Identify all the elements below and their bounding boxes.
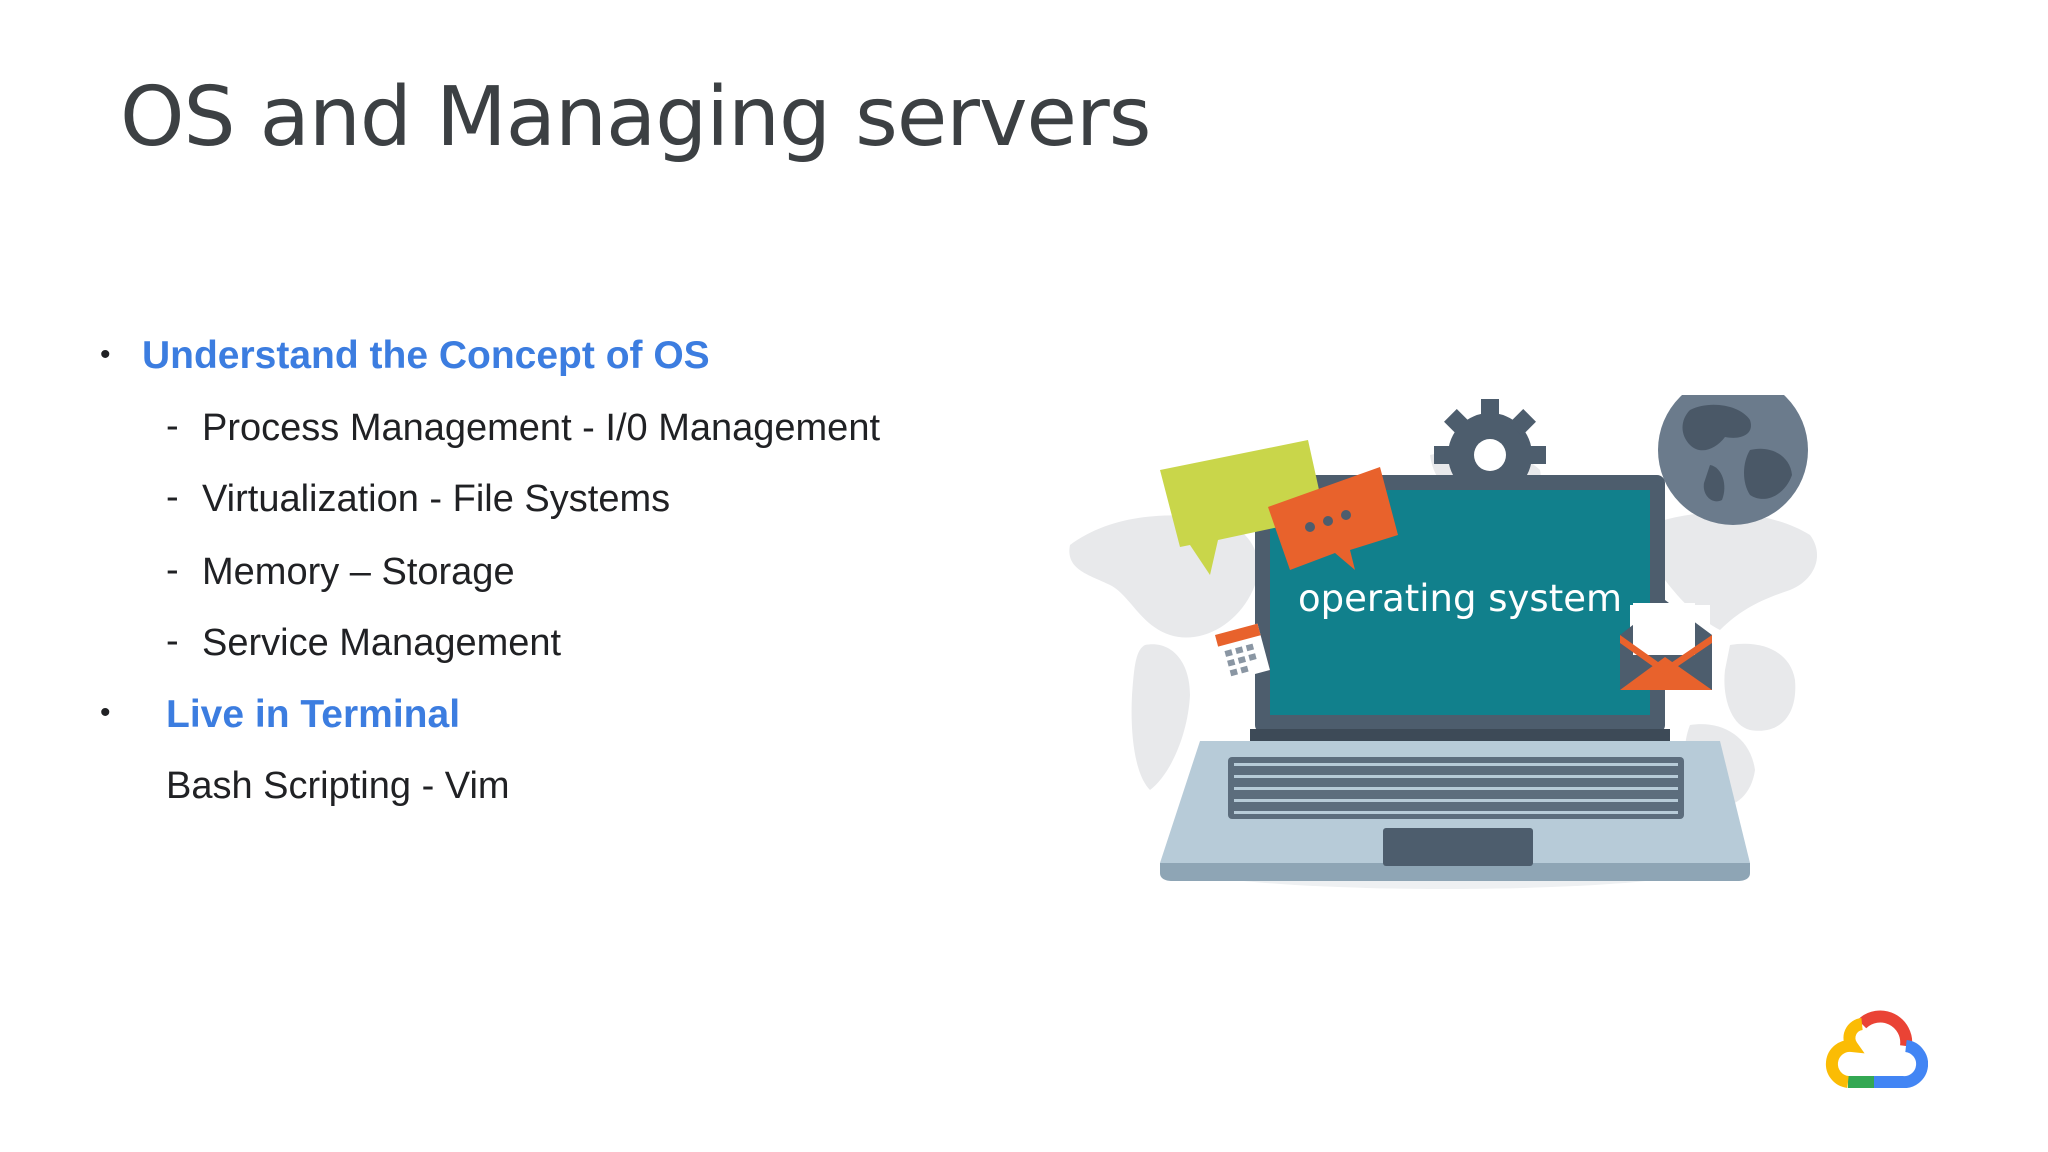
- envelope-icon: [1620, 600, 1712, 690]
- list-item: Service Management: [202, 622, 562, 664]
- list-item: Process Management - I/0 Management: [202, 407, 881, 449]
- slide-title: OS and Managing servers: [120, 70, 1151, 165]
- list-item: Bash Scripting - Vim: [166, 765, 510, 807]
- globe-icon: [1658, 395, 1808, 525]
- os-illustration: operating system: [1069, 395, 1818, 889]
- list-item: Virtualization - File Systems: [202, 478, 671, 520]
- screen-text: operating system: [1298, 577, 1622, 620]
- list-item: Memory – Storage: [202, 551, 515, 593]
- calendar-icon: [1215, 623, 1270, 682]
- bullet-heading-terminal: Live in Terminal: [166, 693, 461, 736]
- message-bubble-icon: [1268, 467, 1398, 570]
- google-cloud-logo: [1825, 1010, 1928, 1088]
- chat-bubble-icon: [1160, 440, 1325, 575]
- bullet-heading-os-concept: Understand the Concept of OS: [142, 334, 710, 377]
- bullet-list: • Understand the Concept of OS - Process…: [100, 334, 881, 807]
